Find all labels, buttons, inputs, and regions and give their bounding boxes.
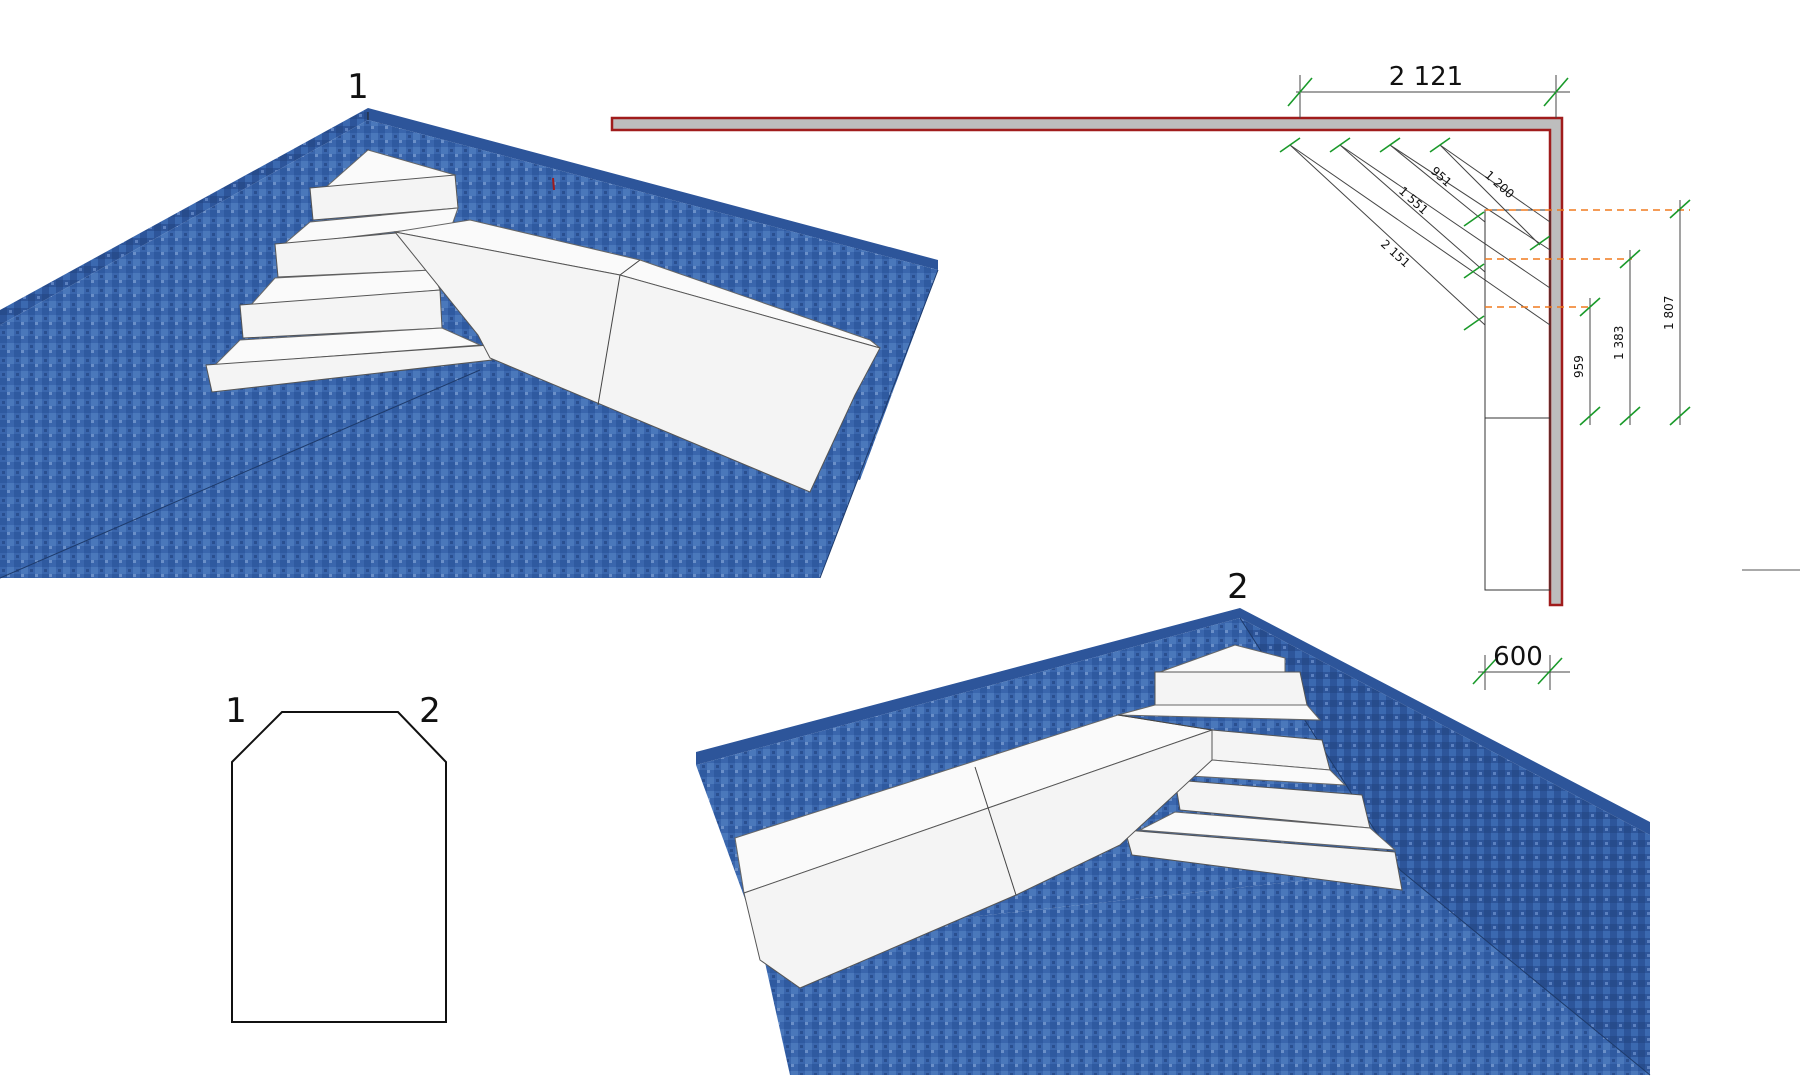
dim-diag-1200: 1 200 — [1482, 168, 1517, 201]
corner-stairs-1 — [205, 149, 493, 393]
marker-tick — [552, 177, 555, 191]
floor-edge — [0, 369, 481, 579]
dim-top-width: 2 121 — [1389, 62, 1463, 92]
pool-floor-2 — [760, 870, 1650, 1075]
dim-bottom-width: 600 — [1493, 642, 1543, 672]
dim-diag-951: 951 — [1428, 164, 1454, 190]
view-2-render: 2 — [696, 567, 1651, 1076]
pool-wall-left — [0, 108, 368, 325]
outline-corner-2: 2 — [419, 691, 441, 731]
view-1-label: 1 — [347, 67, 369, 107]
dim-diag-1551: 1 551 — [1396, 184, 1431, 217]
dim-vert-1383: 1 383 — [1612, 326, 1626, 360]
pool-outline: 1 2 — [225, 691, 447, 1023]
plan-bench — [1484, 209, 1551, 591]
view-1-render: 1 — [0, 67, 939, 579]
plan-wall — [610, 116, 1564, 607]
corner-stairs-2 — [1117, 644, 1403, 891]
bench-1 — [393, 219, 881, 493]
dim-vert-1807: 1 807 — [1662, 296, 1676, 330]
pool-wall-back-edge — [368, 108, 938, 270]
pool-wall-right-2 — [1240, 618, 1650, 1075]
bench-2 — [734, 714, 1213, 989]
outline-corner-1: 1 — [225, 691, 247, 731]
dim-vert-959: 959 — [1572, 355, 1586, 378]
view-2-label: 2 — [1227, 567, 1249, 607]
pool-outline-shape — [231, 711, 447, 1023]
diagonal-dimensions: 2 151 1 551 951 1 200 — [1279, 137, 1551, 331]
